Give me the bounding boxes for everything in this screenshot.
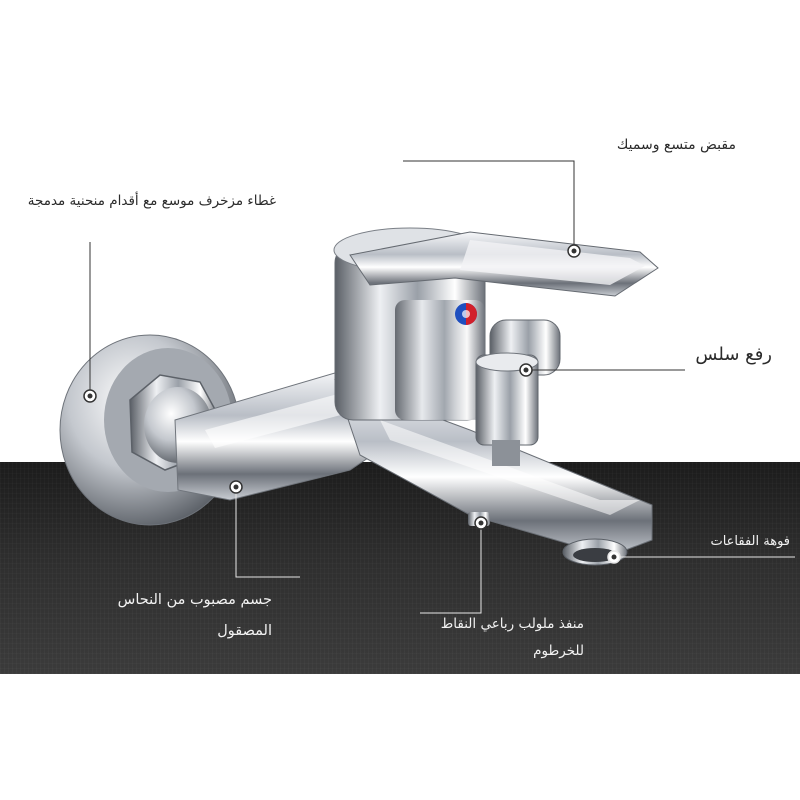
callout-brass-body: جسم مصبوب من النحاس المصقول <box>117 592 272 639</box>
callout-leaders <box>83 160 795 614</box>
callout-hose-outlet: منفذ ملولب رباعي النقاط للخرطوم <box>440 616 584 659</box>
diverter-knob <box>475 319 561 466</box>
callout-smooth-lift: رفع سلس <box>695 344 772 365</box>
hot-cold-indicator <box>455 303 477 325</box>
callout-handle: مقبض متسع وسميك <box>616 137 736 153</box>
callout-aerator: فوهة الفقاعات <box>710 534 790 549</box>
callout-cover-plate: غطاء مزخرف موسع مع أقدام منحنية مدمجة <box>27 193 276 209</box>
lever-handle <box>349 231 659 297</box>
